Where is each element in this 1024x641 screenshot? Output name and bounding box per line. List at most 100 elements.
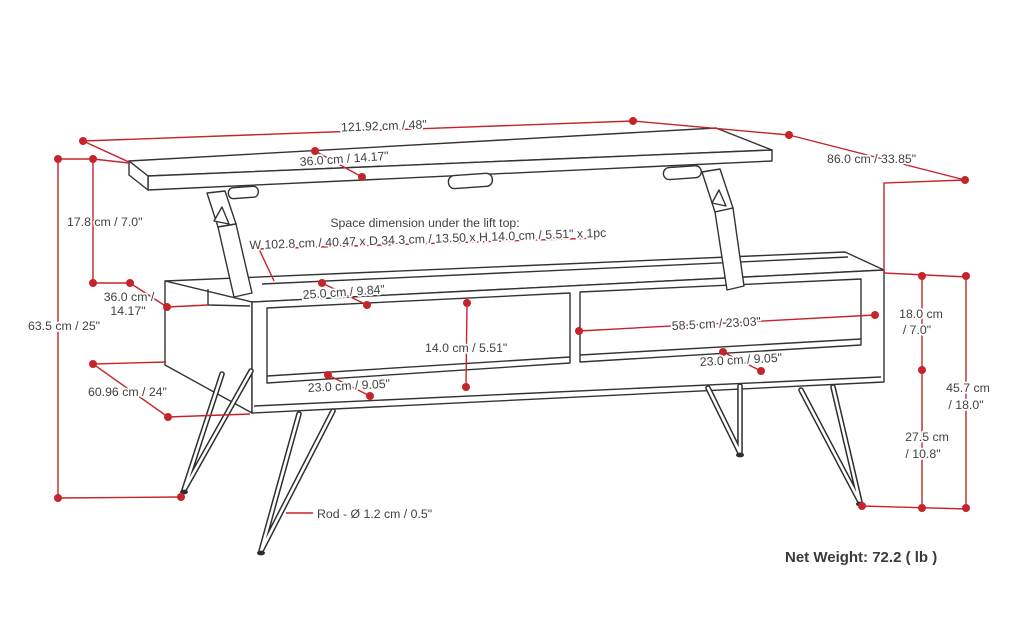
lift-top-left-end bbox=[128, 160, 149, 191]
dimension-dot bbox=[961, 176, 969, 184]
dimension-dot bbox=[163, 303, 171, 311]
dimension-dot bbox=[463, 299, 471, 307]
dim-leg-clearance-label-line1: 27.5 cm bbox=[905, 430, 949, 444]
dimension-lines bbox=[57, 120, 969, 514]
dim-top-width-leader-left bbox=[82, 140, 130, 163]
lift-arm-right-lower bbox=[714, 207, 745, 291]
dim-leg-height-label-line2: / 18.0" bbox=[948, 398, 983, 412]
lift-arm-left-lower bbox=[217, 223, 253, 298]
dim-opening-height-label-line1: 18.0 cm bbox=[899, 307, 943, 321]
dim-left-inset-line bbox=[93, 282, 209, 308]
dimension-dot bbox=[311, 147, 319, 155]
body-top-recess-line bbox=[261, 256, 849, 285]
dimension-dot bbox=[79, 137, 87, 145]
hairpin-leg-back-left-inner bbox=[182, 369, 253, 492]
dim-side-depth-projection bbox=[883, 179, 966, 271]
space-note-underline bbox=[257, 237, 599, 250]
dim-leg-height-label-line1: 45.7 cm bbox=[946, 381, 990, 395]
dimension-dot bbox=[318, 279, 326, 287]
dimension-dot bbox=[918, 504, 926, 512]
dim-base-depth-line bbox=[90, 361, 251, 418]
dim-overall-height-label: 63.5 cm / 25" bbox=[28, 319, 100, 333]
dimension-dot bbox=[363, 301, 371, 309]
bracket-left bbox=[227, 185, 260, 200]
dim-opening-height-label-line2: / 7.0" bbox=[903, 323, 931, 337]
net-weight-label: Net Weight: 72.2 ( lb ) bbox=[785, 549, 937, 566]
compartment-right-opening bbox=[579, 278, 862, 363]
bracket-middle bbox=[447, 172, 494, 190]
dimension-dot bbox=[757, 367, 765, 375]
dimension-endpoints bbox=[54, 117, 970, 512]
space-note-line1: Space dimension under the lift top: bbox=[330, 216, 519, 230]
dim-lift-height-label: 17.8 cm / 7.0" bbox=[67, 215, 142, 229]
dimension-dot bbox=[164, 413, 172, 421]
dimension-dot bbox=[177, 493, 185, 501]
dimension-dot bbox=[54, 494, 62, 502]
rod-note-label: Rod - Ø 1.2 cm / 0.5" bbox=[317, 507, 432, 521]
dim-top-depth-line bbox=[314, 150, 363, 178]
dim-left-shelf-depth-line bbox=[327, 374, 371, 397]
dim-top-width-leader-right bbox=[632, 120, 790, 136]
dim-side-depth-label: 86.0 cm / 33.85" bbox=[827, 152, 916, 166]
dimension-dot bbox=[324, 371, 332, 379]
dim-side-depth-line bbox=[788, 134, 966, 181]
compartment-left-shelf-edge bbox=[266, 356, 571, 377]
dim-top-width-label: 121.92 cm / 48" bbox=[341, 118, 427, 135]
dimension-dot bbox=[89, 279, 97, 287]
bracket-right bbox=[662, 165, 703, 181]
dimension-dot bbox=[918, 272, 926, 280]
hairpin-legs bbox=[180, 368, 864, 556]
compartment-left-opening bbox=[266, 292, 571, 384]
leg-foot-front-left bbox=[257, 550, 265, 556]
hairpin-leg-front-left-inner bbox=[259, 409, 335, 553]
dimension-dot bbox=[462, 383, 470, 391]
dim-right-compartment-width-line bbox=[578, 314, 876, 332]
table-drawing bbox=[128, 127, 885, 556]
dimension-dot bbox=[962, 504, 970, 512]
dimension-dot bbox=[358, 173, 366, 181]
dimension-dot bbox=[89, 360, 97, 368]
dimension-dot bbox=[54, 155, 62, 163]
leg-foot-back-right bbox=[736, 452, 744, 458]
dimension-dot bbox=[126, 279, 134, 287]
dim-body-top-connector-right bbox=[883, 272, 969, 278]
dimension-dot bbox=[719, 348, 727, 356]
dimension-dot bbox=[575, 327, 583, 335]
dim-top-width-line bbox=[82, 120, 634, 142]
dim-left-inset-label-line1: 36.0 cm / bbox=[104, 290, 155, 304]
dim-top-panel-depth-label: 25.0 cm / 9.84" bbox=[302, 282, 385, 302]
lift-arm-right bbox=[701, 168, 745, 291]
dim-compartment-height-label: 14.0 cm / 5.51" bbox=[425, 341, 507, 355]
lift-top-board bbox=[128, 127, 773, 191]
dim-floor-line-right bbox=[861, 505, 969, 510]
body-bottom-inner-line bbox=[253, 376, 882, 407]
hairpin-leg-front-right-inner bbox=[799, 385, 862, 504]
dim-right-compartment-width-label: 58.5 cm / 23.03" bbox=[671, 314, 761, 333]
compartment-right-shelf-edge bbox=[579, 338, 862, 356]
lift-top-brackets bbox=[227, 165, 703, 200]
dim-top-panel-depth-line bbox=[321, 282, 368, 306]
dimension-dot bbox=[629, 117, 637, 125]
dimension-dot bbox=[858, 502, 866, 510]
dimension-dot bbox=[918, 366, 926, 374]
lift-arm-right-cutout bbox=[711, 189, 727, 207]
lift-arm-left-cutout bbox=[213, 206, 230, 225]
dimension-dot bbox=[871, 311, 879, 319]
hairpin-leg-back-right-inner bbox=[706, 384, 742, 455]
dimension-dot bbox=[785, 131, 793, 139]
dimension-dot bbox=[366, 392, 374, 400]
dim-compartment-height-line bbox=[465, 302, 468, 388]
table-body bbox=[164, 251, 885, 414]
dim-leg-clearance-label-line2: / 10.8" bbox=[905, 447, 940, 461]
lift-arm-right-upper bbox=[701, 168, 734, 213]
lift-arm-left bbox=[206, 190, 253, 298]
dim-right-shelf-depth-label: 23.0 cm / 9.05" bbox=[699, 351, 782, 369]
dim-floor-line-left bbox=[57, 496, 182, 499]
space-note-leader bbox=[258, 248, 275, 282]
dim-left-inset-label-line2: 14.17" bbox=[110, 304, 145, 318]
dim-right-shelf-depth-line bbox=[722, 351, 762, 372]
dimension-dot bbox=[89, 155, 97, 163]
dimension-dot bbox=[962, 272, 970, 280]
